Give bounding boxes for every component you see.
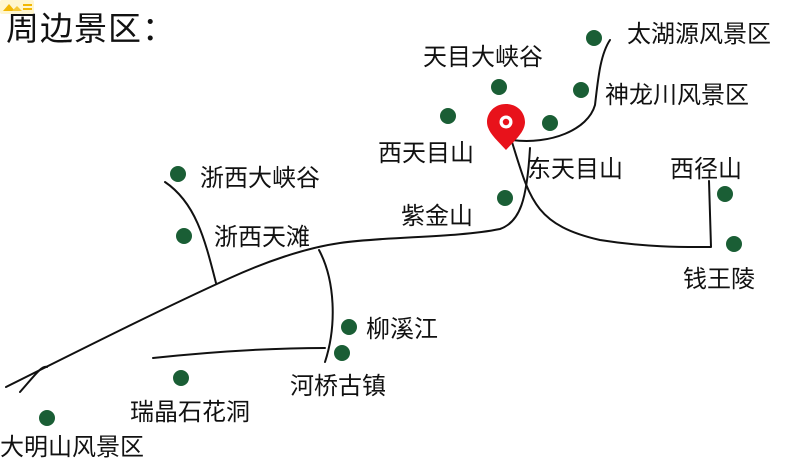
route-left-branch [19, 365, 48, 393]
place-label-tianmu-canyon[interactable]: 天目大峡谷 [423, 43, 543, 71]
place-label-ruijing[interactable]: 瑞晶石花洞 [130, 398, 250, 426]
watermark-logo [0, 0, 34, 14]
route-east [511, 141, 712, 249]
route-zhexi-canyon [164, 181, 217, 284]
spot-dot-heqiao[interactable] [334, 345, 350, 361]
route-ruijing [152, 347, 326, 359]
place-label-liuxijiang[interactable]: 柳溪江 [366, 315, 438, 343]
spot-dot-west-tianmu[interactable] [440, 108, 456, 124]
place-label-damingshan[interactable]: 大明山风景区 [0, 433, 144, 461]
page-title: 周边景区： [6, 9, 176, 48]
spot-dot-zhexi-canyon[interactable] [170, 166, 186, 182]
route-north [511, 39, 611, 142]
spot-dot-ruijing[interactable] [173, 370, 189, 386]
spot-dot-xijingshan[interactable] [717, 186, 733, 202]
route-heqiao [318, 249, 334, 363]
spot-dot-shenlongchuan[interactable] [573, 82, 589, 98]
place-label-zhexi-canyon[interactable]: 浙西大峡谷 [200, 164, 320, 192]
spot-dot-taihuyuan[interactable] [586, 30, 602, 46]
place-label-shenlongchuan[interactable]: 神龙川风景区 [605, 81, 749, 109]
place-label-xijingshan[interactable]: 西径山 [670, 155, 742, 183]
place-label-heqiao[interactable]: 河桥古镇 [290, 372, 386, 400]
map-pin-icon[interactable] [487, 104, 525, 150]
spot-dot-qianwangling[interactable] [726, 236, 742, 252]
place-label-zijinshan[interactable]: 紫金山 [401, 202, 473, 230]
spot-dot-liuxijiang[interactable] [341, 319, 357, 335]
spot-dot-damingshan[interactable] [39, 410, 55, 426]
spot-dot-zijinshan[interactable] [497, 190, 513, 206]
route-main [5, 147, 531, 388]
spot-dot-near-pin[interactable] [542, 115, 558, 131]
place-label-east-tianmu[interactable]: 东天目山 [527, 155, 623, 183]
spot-dot-tianmu-canyon[interactable] [491, 79, 507, 95]
place-label-taihuyuan[interactable]: 太湖源风景区 [627, 20, 771, 48]
place-label-qianwangling[interactable]: 钱王陵 [683, 265, 755, 293]
spot-dot-zhexi-tiantan[interactable] [176, 228, 192, 244]
place-label-zhexi-tiantan[interactable]: 浙西天滩 [214, 223, 310, 251]
place-label-west-tianmu[interactable]: 西天目山 [378, 139, 474, 167]
